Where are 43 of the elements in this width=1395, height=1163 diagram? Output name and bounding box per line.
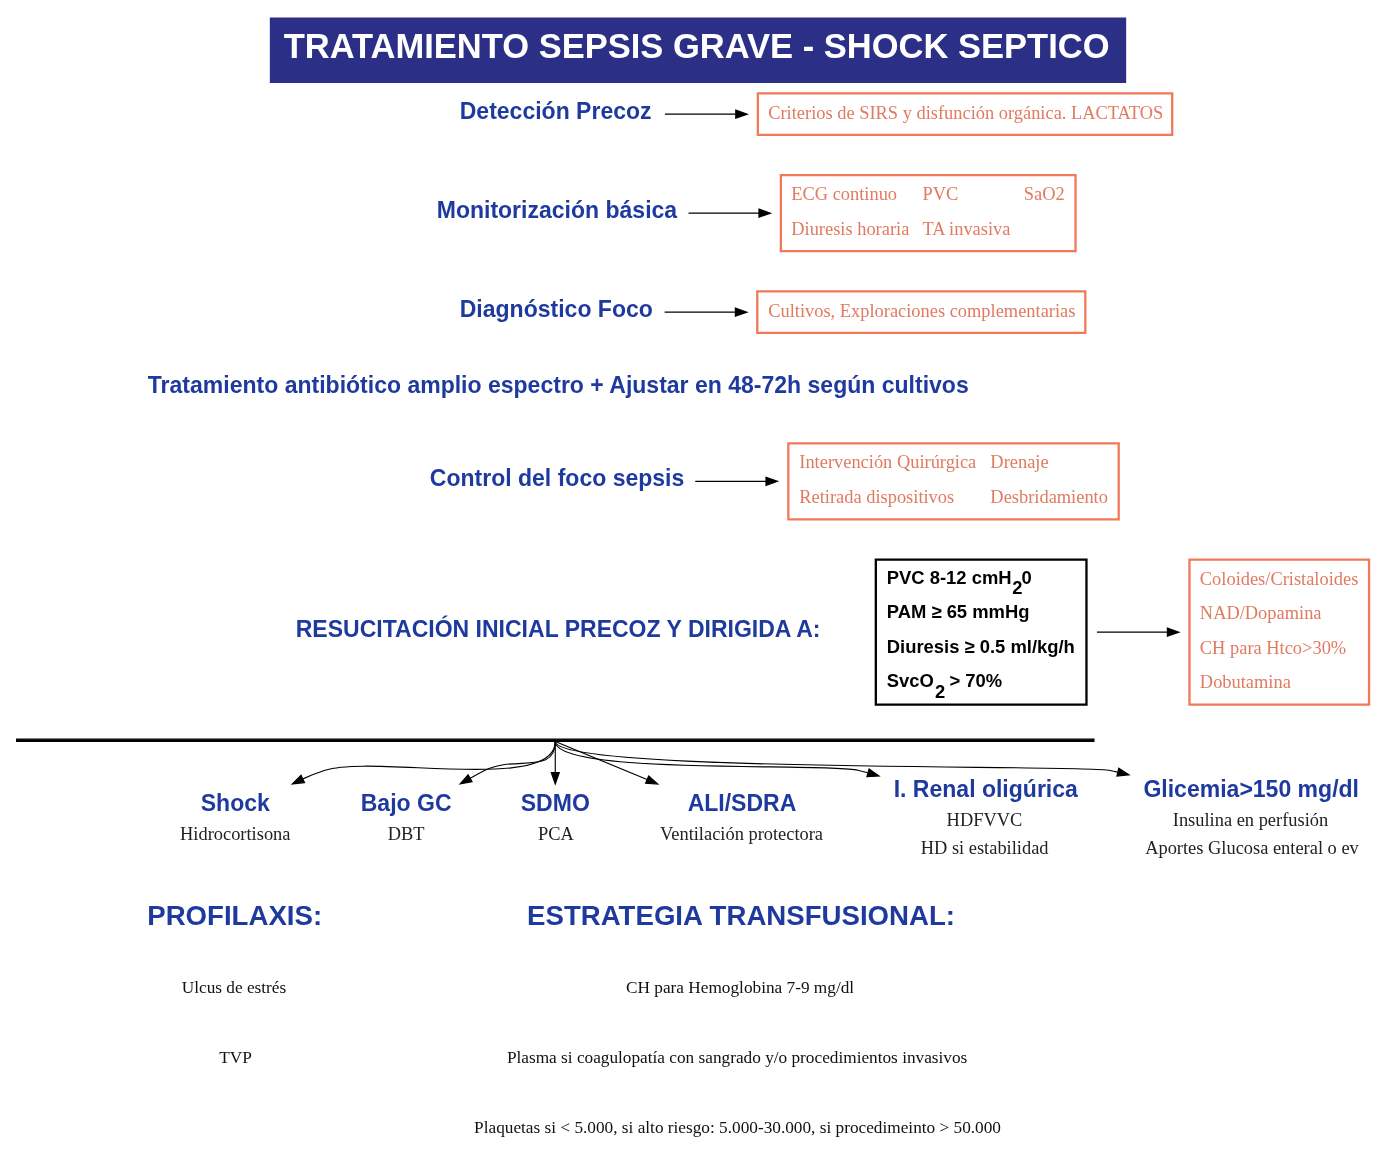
label: RESUCITACIÓN INICIAL PRECOZ Y DIRIGIDA A: [295,615,820,642]
node-label: Hidrocortisona [179,824,290,845]
node-label: Ventilación protectora [659,824,823,845]
node-text: Bajo GC [360,789,452,816]
label: Ulcus de estrés [181,977,286,997]
node-label: Aportes Glucosa enteral o ev [1144,838,1359,859]
label: ESTRATEGIA TRANSFUSIONAL: [526,899,955,931]
node-text: I. Renal oligúrica [893,775,1078,802]
node-box: Cultivos, Exploraciones complementarias [755,290,1086,335]
arrow [663,109,749,120]
node-text: Shock [200,789,270,816]
arrow [1095,627,1181,637]
node-text: Diagnóstico Foco [459,295,653,322]
label: PROFILAXIS: [146,899,322,931]
node-label: HD si estabilidad [920,838,1049,859]
node-text: Monitorización básica [436,196,677,223]
node-text: Glicemia>150 mg/dl [1142,775,1359,802]
arrow [554,740,1131,777]
node-label: HDFVVC [946,810,1022,831]
arrow [687,208,772,219]
label: Tratamiento antibiótico amplio espectro + Ajustar en 48-72h según cultivos [147,371,969,398]
node-box: Intervención Quirúrgica Drenaje Retirada dispositivos Desbridamiento [786,442,1120,521]
node-text: ALI/SDRA [687,789,796,816]
node-box: Criterios de SIRS y disfunción orgánica. LACTATOS [756,92,1173,137]
arrow [290,740,556,785]
node-label: PCA [537,824,574,845]
label: TVP [218,1048,252,1068]
node-label: DBT [387,824,425,845]
label: Plasma si coagulopatía con sangrado y/o procedimientos invasivos [506,1048,967,1068]
label: Plaquetas si < 5.000, si alto riesgo: 5.000-30.000, si procedimeinto > 50.000 [473,1118,1001,1138]
node-text: Control del foco sepsis [429,464,684,491]
arrow [458,740,556,785]
node-bar [15,738,1095,743]
node-box: ECG continuo PVC SaO2 Diuresis horaria TA invasiva [779,174,1077,253]
node-box: Coloides/Cristaloides NAD/Dopamina CH para Htco>30% Dobutamina [1187,558,1370,706]
node-text: Detección Precoz [459,97,652,124]
node-text: SDMO [520,789,590,816]
arrow [694,476,779,487]
node-label: Insulina en perfusión [1172,810,1328,831]
diagram-title: TRATAMIENTO SEPSIS GRAVE - SHOCK SEPTICO [283,27,1110,66]
arrow [663,307,749,317]
label: CH para Hemoglobina 7-9 mg/dl [625,977,854,997]
arrow [554,740,659,785]
